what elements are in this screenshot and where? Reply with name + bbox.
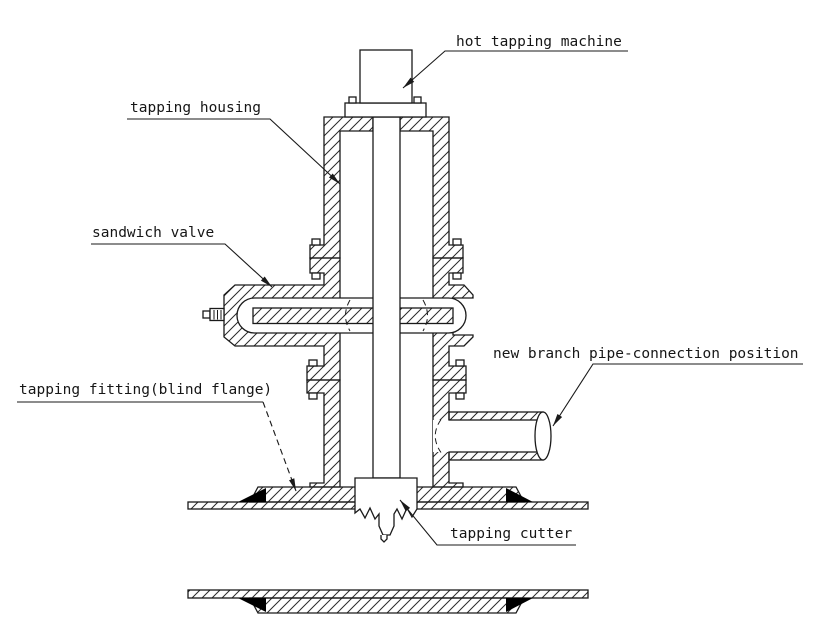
leader-tapping-housing <box>127 118 341 185</box>
leader-hot-tapping-machine <box>402 50 628 89</box>
label-tapping-housing: tapping housing <box>130 100 261 116</box>
machine-flange <box>344 102 427 118</box>
label-branch-position: new branch pipe-connection position <box>493 346 799 362</box>
leader-sandwich-valve <box>91 243 273 288</box>
valve-stem-threads <box>213 310 222 320</box>
weld-fillet-bottom-right <box>506 598 533 612</box>
branch-pipe-bore <box>433 420 543 452</box>
tapping-cutter-body <box>354 477 418 536</box>
leader-branch-position <box>552 363 803 427</box>
valve-stem-tip <box>202 310 211 319</box>
main-pipe-wall-bottom <box>187 589 589 599</box>
tapping-housing-section-right <box>399 116 464 259</box>
boring-bar <box>372 116 401 479</box>
label-sandwich-valve: sandwich valve <box>92 225 214 241</box>
flange-bolts <box>308 238 465 400</box>
tapping-housing-section-left <box>309 116 374 259</box>
leader-tapping-fitting <box>262 401 297 492</box>
branch-pipe-wall-bottom <box>448 451 544 461</box>
valve-gate-plate <box>252 307 454 325</box>
branch-pipe-wall-top <box>448 411 544 421</box>
pilot-drill-tip <box>380 535 388 543</box>
branch-hole-arc <box>434 419 442 453</box>
label-tapping-cutter: tapping cutter <box>450 526 572 542</box>
label-hot-tapping-machine: hot tapping machine <box>456 34 622 50</box>
weld-fillet-bottom-left <box>238 598 266 612</box>
label-tapping-fitting: tapping fitting(blind flange) <box>19 382 272 398</box>
bore-intersection-arc-right <box>422 299 428 332</box>
leader-tapping-cutter <box>399 499 576 546</box>
branch-pipe-end-cap <box>534 411 552 461</box>
weld-fillet-top-left <box>238 488 266 502</box>
hot-tapping-machine-box <box>359 49 413 104</box>
bore-intersection-arc-left <box>345 299 351 332</box>
machine-flange-bolt-left <box>348 96 357 104</box>
weld-fillet-top-right <box>506 488 533 502</box>
tapping-fitting-saddle-bottom <box>248 597 526 614</box>
machine-flange-bolt-right <box>413 96 422 104</box>
